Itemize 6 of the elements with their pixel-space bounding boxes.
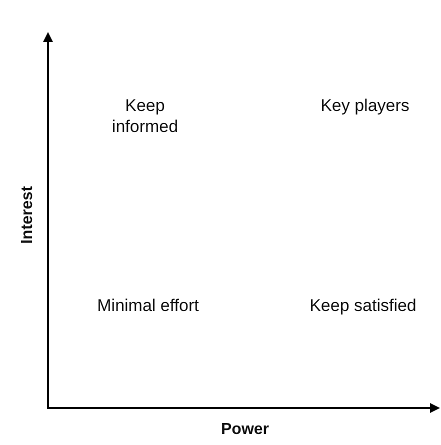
quadrant-label: Minimal effort	[96, 295, 200, 316]
quadrant-label: Keep informed	[110, 95, 180, 137]
quadrant-label: Key players	[320, 95, 410, 116]
axis-title: Interest	[19, 186, 37, 244]
axis-title: Power	[221, 421, 269, 439]
quadrant-label: Keep satisfied	[308, 295, 418, 316]
